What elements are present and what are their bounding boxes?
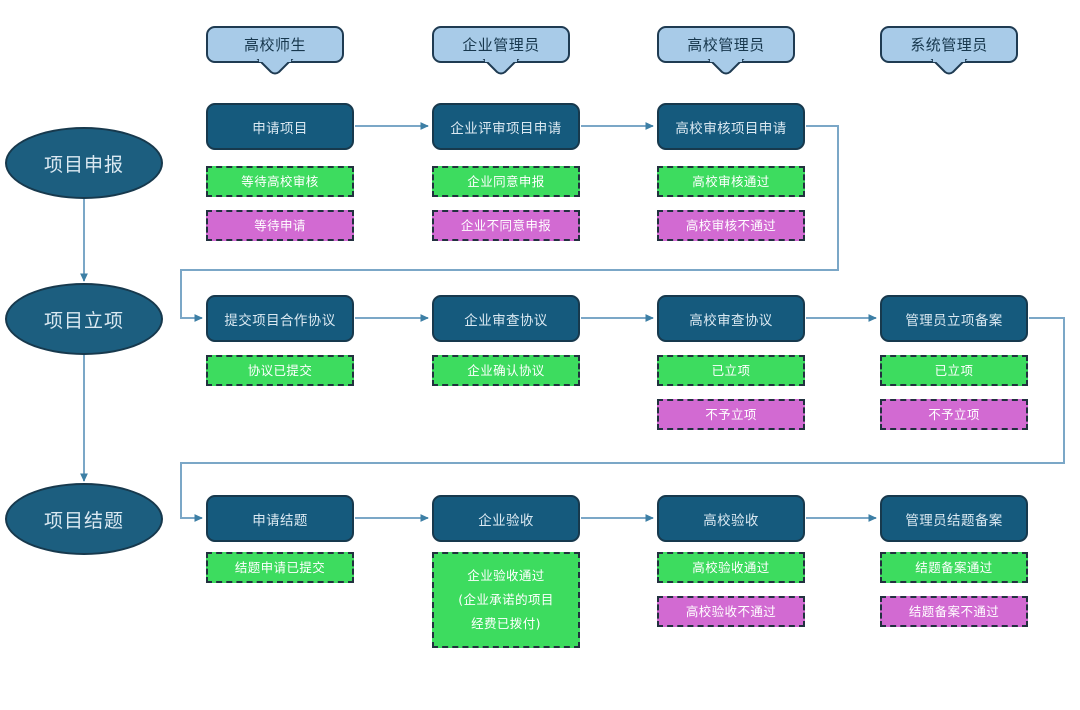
process-node-company-check-agreement[interactable]: 企业审查协议 — [432, 295, 580, 342]
status-chip-completion-record-passed[interactable]: 结题备案通过 — [880, 552, 1028, 583]
status-chip-waiting-application[interactable]: 等待申请 — [206, 210, 354, 241]
status-chip-school-acceptance-failed[interactable]: 高校验收不通过 — [657, 596, 805, 627]
stage-node-declaration[interactable]: 项目申报 — [5, 127, 163, 199]
role-header-label: 企业管理员 — [462, 36, 540, 54]
status-chip-completion-submitted[interactable]: 结题申请已提交 — [206, 552, 354, 583]
process-node-label: 高校审核项目申请 — [675, 120, 787, 137]
status-chip-established-admin[interactable]: 已立项 — [880, 355, 1028, 386]
status-chip-company-agree[interactable]: 企业同意申报 — [432, 166, 580, 197]
process-node-label: 企业验收 — [478, 512, 534, 529]
process-node-school-acceptance[interactable]: 高校验收 — [657, 495, 805, 542]
status-chip-label: 等待高校审核 — [241, 173, 319, 189]
process-node-label: 申请结题 — [252, 512, 308, 529]
process-node-company-acceptance[interactable]: 企业验收 — [432, 495, 580, 542]
status-chip-company-disagree[interactable]: 企业不同意申报 — [432, 210, 580, 241]
status-chip-label: 高校审核通过 — [692, 173, 770, 189]
status-chip-label: 不予立项 — [705, 406, 757, 422]
process-node-label: 高校验收 — [703, 512, 759, 529]
status-chip-completion-record-failed[interactable]: 结题备案不通过 — [880, 596, 1028, 627]
status-chip-label: 高校审核不通过 — [685, 217, 777, 233]
bubble-tail-icon — [256, 58, 294, 75]
stage-node-establishment[interactable]: 项目立项 — [5, 283, 163, 355]
process-node-label: 管理员立项备案 — [905, 312, 1003, 329]
process-node-label: 申请项目 — [252, 120, 308, 137]
status-chip-label: 协议已提交 — [247, 362, 313, 378]
process-node-label: 提交项目合作协议 — [224, 312, 336, 329]
bubble-tail-icon — [482, 58, 520, 75]
status-chip-company-acceptance-passed[interactable]: 企业验收通过 (企业承诺的项目 经费已拨付) — [432, 552, 580, 648]
role-header-label: 高校师生 — [243, 36, 306, 54]
status-chip-school-acceptance-passed[interactable]: 高校验收通过 — [657, 552, 805, 583]
status-chip-label: 结题申请已提交 — [234, 559, 326, 575]
process-node-school-check-agreement[interactable]: 高校审查协议 — [657, 295, 805, 342]
status-chip-label-line2: (企业承诺的项目 — [458, 592, 554, 607]
process-node-label: 管理员结题备案 — [905, 512, 1003, 529]
status-chip-label: 等待申请 — [254, 217, 306, 233]
process-node-admin-record-completion[interactable]: 管理员结题备案 — [880, 495, 1028, 542]
status-chip-company-confirm-agreement[interactable]: 企业确认协议 — [432, 355, 580, 386]
role-header-school-admin[interactable]: 高校管理员 — [657, 26, 795, 75]
status-chip-label: 企业同意申报 — [467, 173, 545, 189]
status-chip-label: 结题备案不通过 — [908, 603, 1000, 619]
status-chip-not-established-school[interactable]: 不予立项 — [657, 399, 805, 430]
status-chip-school-approved[interactable]: 高校审核通过 — [657, 166, 805, 197]
role-header-label: 系统管理员 — [910, 36, 988, 54]
role-header-teacher-student[interactable]: 高校师生 — [206, 26, 344, 75]
stage-label: 项目申报 — [43, 153, 124, 176]
status-chip-label: 高校验收不通过 — [685, 603, 777, 619]
process-node-admin-record-establishment[interactable]: 管理员立项备案 — [880, 295, 1028, 342]
status-chip-label: 已立项 — [711, 362, 751, 378]
process-node-label: 企业评审项目申请 — [450, 120, 562, 137]
bubble-tail-icon — [707, 58, 745, 75]
process-node-submit-agreement[interactable]: 提交项目合作协议 — [206, 295, 354, 342]
status-chip-label: 不予立项 — [928, 406, 980, 422]
stage-label: 项目结题 — [43, 509, 124, 532]
process-node-label: 企业审查协议 — [464, 312, 548, 329]
status-chip-waiting-school-review[interactable]: 等待高校审核 — [206, 166, 354, 197]
stage-node-completion[interactable]: 项目结题 — [5, 483, 163, 555]
bubble-tail-icon — [930, 58, 968, 75]
status-chip-label: 企业确认协议 — [467, 362, 545, 378]
status-chip-label-line3: 经费已拨付) — [471, 616, 541, 631]
process-node-apply-project[interactable]: 申请项目 — [206, 103, 354, 150]
status-chip-label: 结题备案通过 — [915, 559, 993, 575]
status-chip-school-rejected[interactable]: 高校审核不通过 — [657, 210, 805, 241]
status-chip-established-school[interactable]: 已立项 — [657, 355, 805, 386]
role-header-system-admin[interactable]: 系统管理员 — [880, 26, 1018, 75]
process-node-school-review-application[interactable]: 高校审核项目申请 — [657, 103, 805, 150]
status-chip-not-established-admin[interactable]: 不予立项 — [880, 399, 1028, 430]
process-node-apply-completion[interactable]: 申请结题 — [206, 495, 354, 542]
status-chip-label: 高校验收通过 — [692, 559, 770, 575]
status-chip-agreement-submitted[interactable]: 协议已提交 — [206, 355, 354, 386]
role-header-label: 高校管理员 — [687, 36, 765, 54]
stage-label: 项目立项 — [43, 309, 124, 332]
process-node-company-review-application[interactable]: 企业评审项目申请 — [432, 103, 580, 150]
status-chip-label: 企业不同意申报 — [460, 217, 552, 233]
process-node-label: 高校审查协议 — [689, 312, 773, 329]
status-chip-label: 已立项 — [934, 362, 974, 378]
role-header-company-admin[interactable]: 企业管理员 — [432, 26, 570, 75]
status-chip-label-line1: 企业验收通过 — [467, 568, 545, 583]
